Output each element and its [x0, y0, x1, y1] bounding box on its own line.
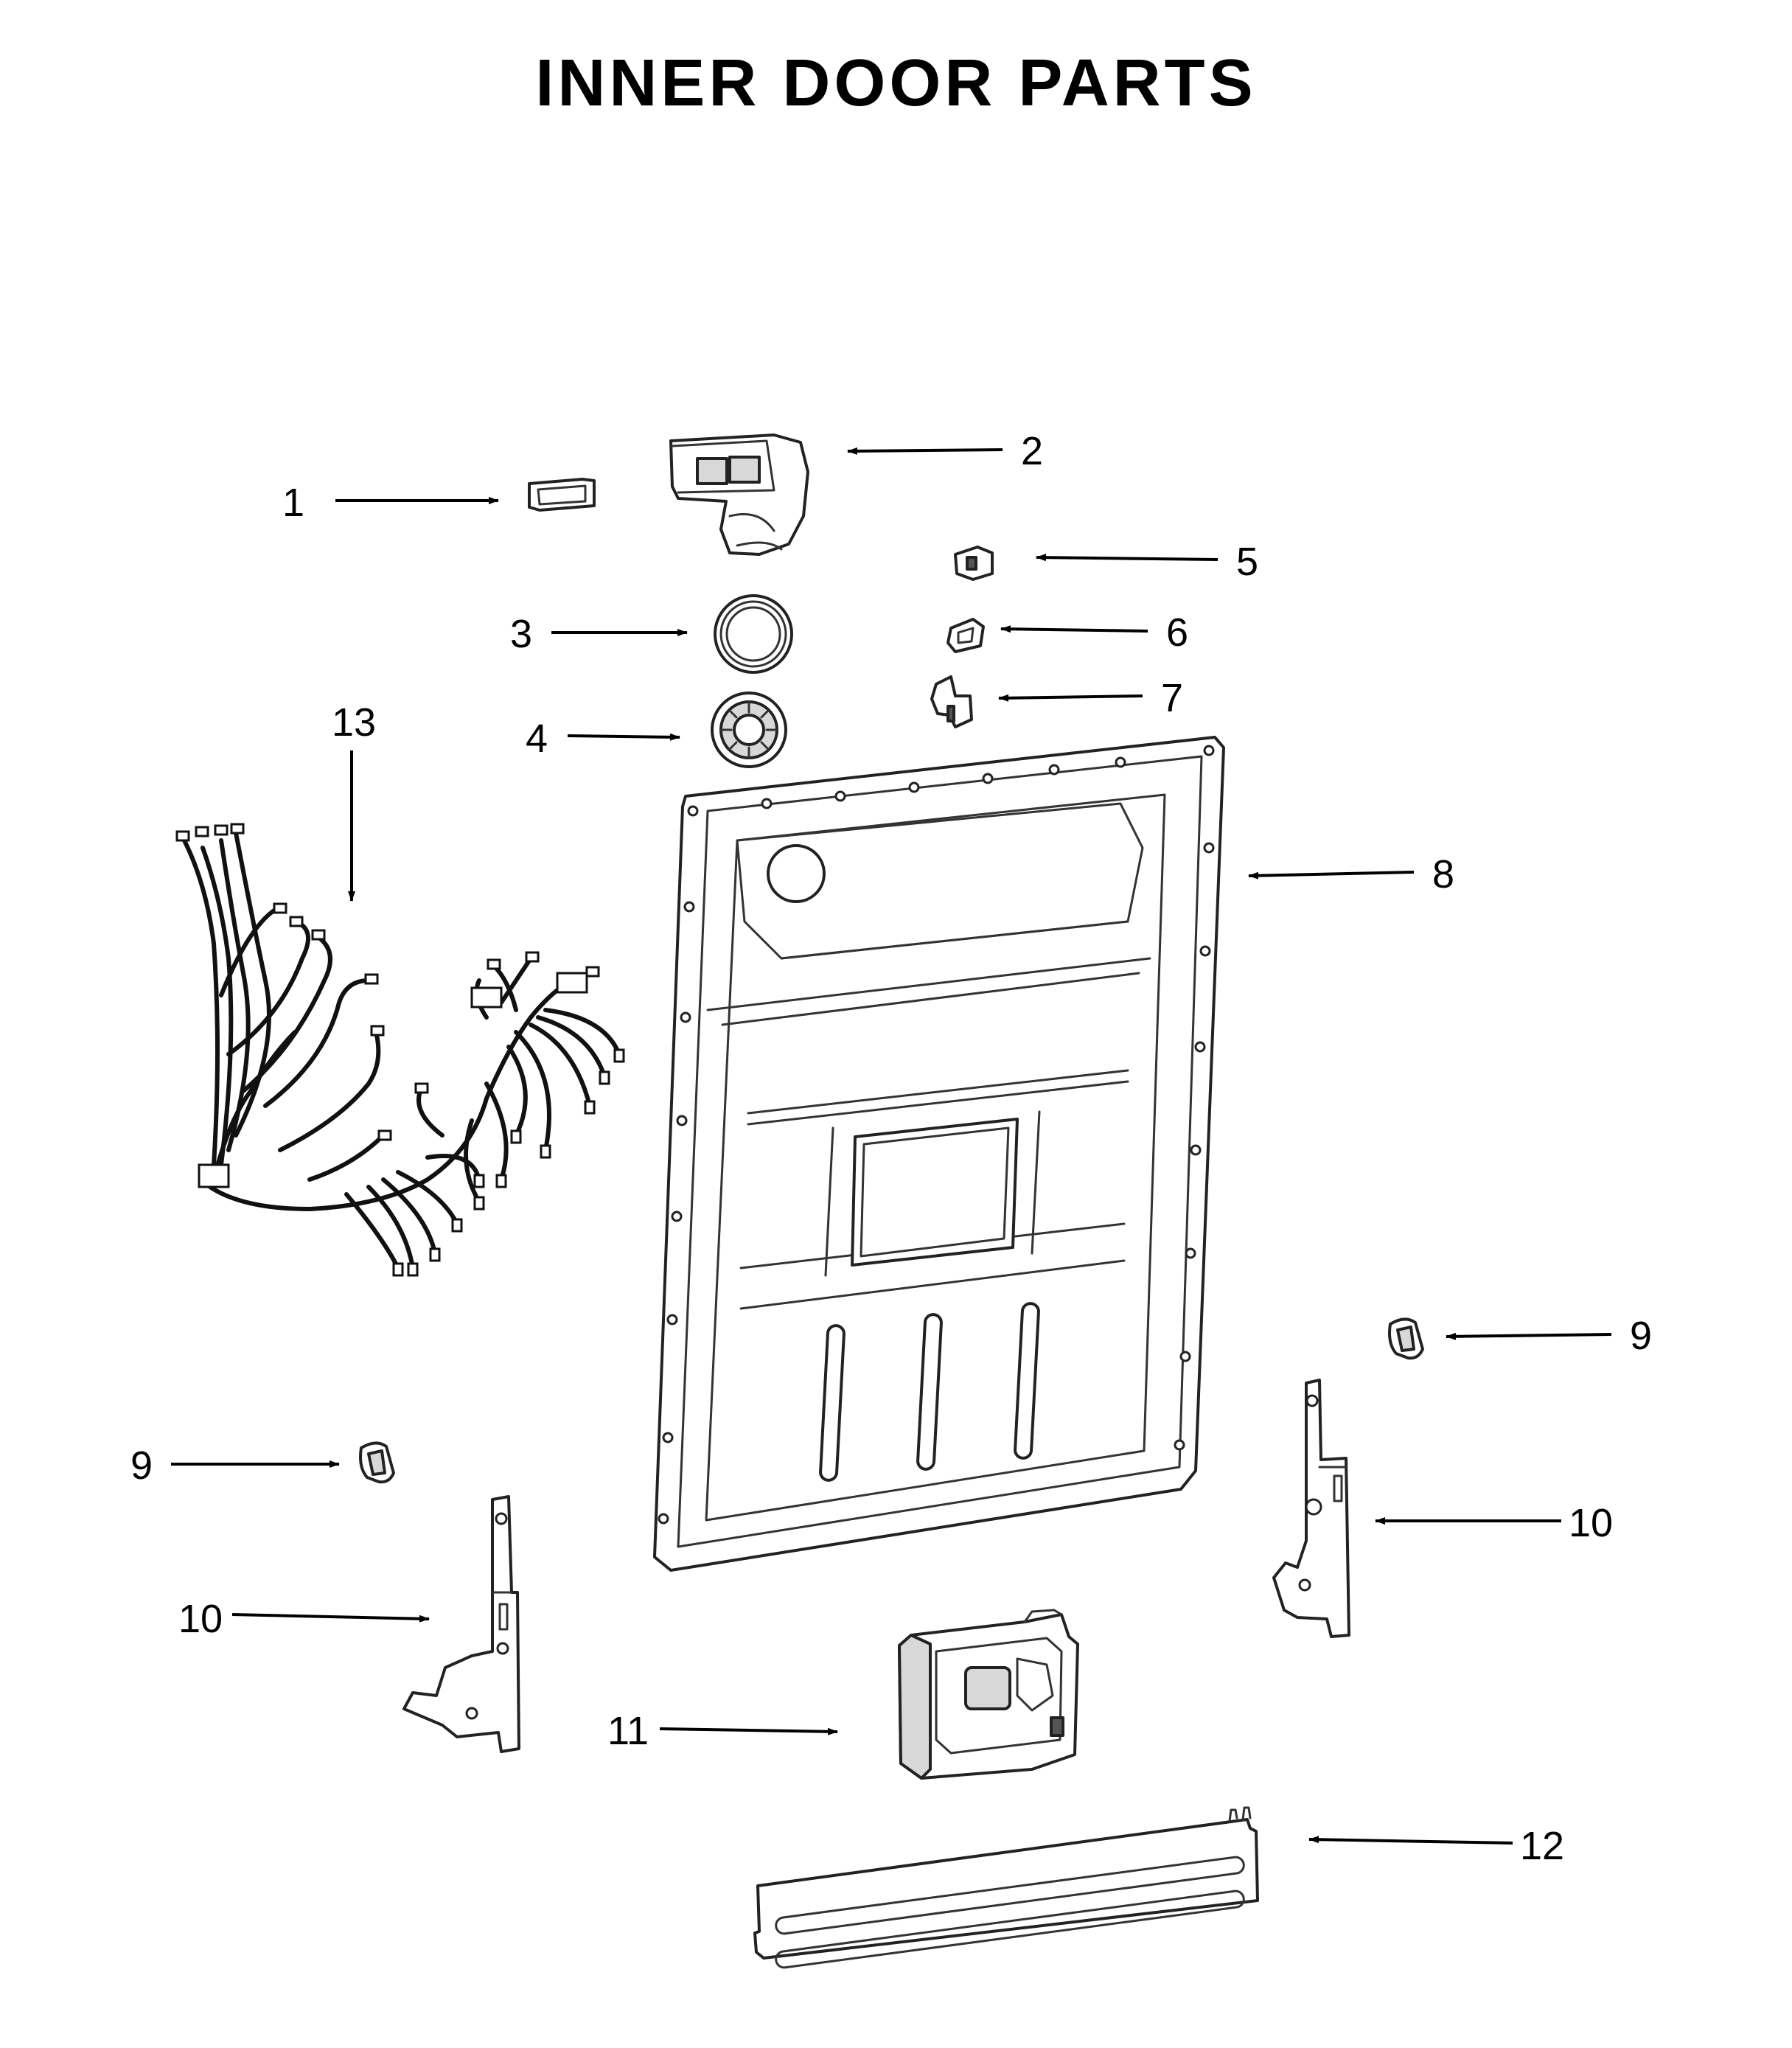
callout-13: 13	[332, 700, 376, 745]
part-10-hinge-right	[1272, 1379, 1350, 1638]
callout-4: 4	[526, 717, 548, 761]
part-8-inner-door-panel	[653, 736, 1225, 1572]
callout-11: 11	[607, 1709, 649, 1753]
callout-9-left: 9	[130, 1443, 153, 1488]
callout-5: 5	[1236, 540, 1258, 584]
part-3-ring-gasket	[714, 594, 793, 674]
callout-7: 7	[1161, 676, 1183, 720]
callout-9-right: 9	[1630, 1314, 1652, 1358]
callout-1: 1	[282, 481, 304, 525]
part-6-bracket	[946, 618, 985, 653]
part-1-vent-gasket	[528, 478, 596, 512]
arrow-8	[1248, 871, 1415, 880]
callout-labels: 1 2 3 4 5 6 7 8 9 9 10 10 11 12 13	[130, 429, 1652, 1868]
part-10-hinge-left	[402, 1495, 520, 1753]
part-4-rinse-aid-cap	[711, 692, 787, 768]
part-5-clip	[954, 546, 994, 581]
arrow-6	[1000, 625, 1148, 633]
callout-6: 6	[1166, 610, 1188, 655]
arrow-2	[847, 447, 1003, 455]
part-13-wire-harness	[175, 823, 625, 1277]
callout-3: 3	[510, 612, 532, 656]
callout-10-right: 10	[1569, 1501, 1613, 1545]
callout-12: 12	[1520, 1824, 1564, 1868]
arrow-5	[1036, 554, 1219, 562]
callout-10-left: 10	[178, 1597, 223, 1641]
callout-8: 8	[1432, 852, 1454, 896]
arrow-4	[567, 733, 680, 741]
part-12-door-rail	[753, 1806, 1259, 1969]
callout-2: 2	[1021, 429, 1043, 473]
arrow-12	[1308, 1836, 1513, 1845]
arrow-10-left	[231, 1613, 430, 1623]
part-11-detergent-dispenser	[898, 1609, 1079, 1780]
arrow-9-right	[1446, 1332, 1612, 1340]
diagram-title: INNER DOOR PARTS	[535, 46, 1257, 120]
harness-connector	[198, 1163, 230, 1188]
part-2-vent-duct	[669, 433, 809, 556]
arrow-11	[659, 1727, 838, 1735]
part-9-hinge-clip-right	[1388, 1317, 1424, 1360]
leader-arrows	[171, 447, 1612, 1845]
part-9-hinge-clip-left	[359, 1441, 395, 1484]
arrow-7	[998, 694, 1143, 702]
part-7-latch-hook	[930, 675, 973, 728]
